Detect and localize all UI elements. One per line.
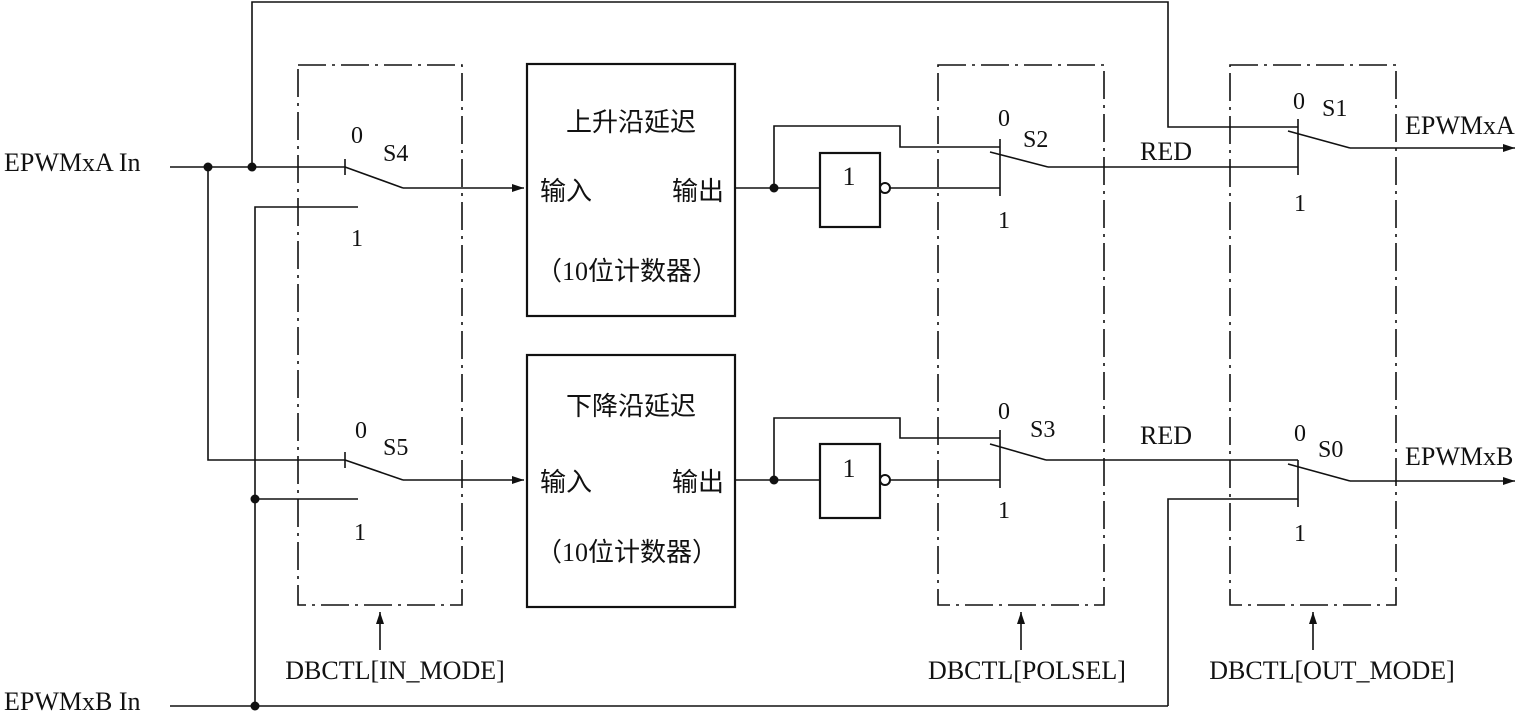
red-label-top: RED [1140, 137, 1192, 166]
epwmxa-in-wiring [170, 1, 1298, 461]
falling-block-output-label: 输出 [672, 468, 724, 497]
junction-dot [247, 162, 257, 172]
junction-dot [250, 701, 260, 711]
switch-s5-name: S5 [383, 435, 408, 461]
switch-s5 [344, 452, 524, 484]
rising-block-note: （10位计数器） [536, 257, 718, 286]
red-label-bottom: RED [1140, 421, 1192, 450]
switch-s1-name: S1 [1322, 96, 1347, 122]
rising-block-title: 上升沿延迟 [566, 108, 696, 137]
rising-block-input-label: 输入 [540, 177, 592, 206]
junction-dot [769, 183, 779, 193]
falling-block-input-label: 输入 [540, 468, 592, 497]
inverter-top-label: 1 [843, 162, 856, 191]
rising-edge-delay-block [525, 62, 737, 318]
falling-output-wiring [735, 417, 1000, 485]
switch-s3 [989, 430, 1298, 488]
switch-s5-pos1: 1 [354, 520, 366, 546]
switch-s4-pos1: 1 [351, 226, 363, 252]
switch-s3-name: S3 [1030, 417, 1055, 443]
switch-s0-pos1: 1 [1294, 521, 1306, 547]
inverter-top [818, 151, 891, 229]
out-mode-group-frame [1229, 64, 1397, 606]
junction-dot [203, 162, 213, 172]
falling-block-note: （10位计数器） [536, 538, 718, 567]
switch-s2-pos0: 0 [998, 106, 1010, 132]
switch-s2-pos1: 1 [998, 208, 1010, 234]
switch-s0-name: S0 [1318, 437, 1343, 463]
dbctl-out-mode-label: DBCTL[OUT_MODE] [1209, 656, 1455, 685]
switch-s4-pos0: 0 [351, 123, 363, 149]
rising-block-output-label: 输出 [672, 177, 724, 206]
in-mode-group-frame [297, 64, 463, 606]
switch-s0-pos0: 0 [1294, 421, 1306, 447]
switch-s3-pos1: 1 [998, 498, 1010, 524]
switch-s2 [989, 139, 1298, 196]
epwmxa-in-label: EPWMxA In [4, 148, 141, 177]
switch-s4 [344, 159, 524, 192]
junction-dot [769, 475, 779, 485]
switch-s2-name: S2 [1023, 127, 1048, 153]
epwmxb-in-wiring [170, 206, 1298, 711]
falling-edge-delay-block [525, 353, 737, 609]
rising-output-wiring [735, 125, 1000, 193]
epwmxb-out-label: EPWMxB [1405, 442, 1513, 471]
dbctl-polsel-label: DBCTL[POLSEL] [928, 656, 1126, 685]
epwmxb-in-label: EPWMxB In [4, 687, 141, 714]
switch-s4-name: S4 [383, 141, 408, 167]
switch-s1 [1287, 119, 1515, 175]
inverter-bottom-label: 1 [843, 454, 856, 483]
dbctl-in-mode-label: DBCTL[IN_MODE] [285, 656, 505, 685]
inverter-bottom [818, 442, 891, 520]
switch-s3-pos0: 0 [998, 399, 1010, 425]
switch-s1-pos1: 1 [1294, 191, 1306, 217]
polsel-group-frame [937, 64, 1105, 606]
switch-s1-pos0: 0 [1293, 89, 1305, 115]
junction-dot [250, 494, 260, 504]
falling-block-title: 下降沿延迟 [566, 392, 696, 421]
epwmxa-out-label: EPWMxA [1405, 111, 1515, 140]
switch-s5-pos0: 0 [355, 418, 367, 444]
switch-s0 [1287, 460, 1515, 507]
